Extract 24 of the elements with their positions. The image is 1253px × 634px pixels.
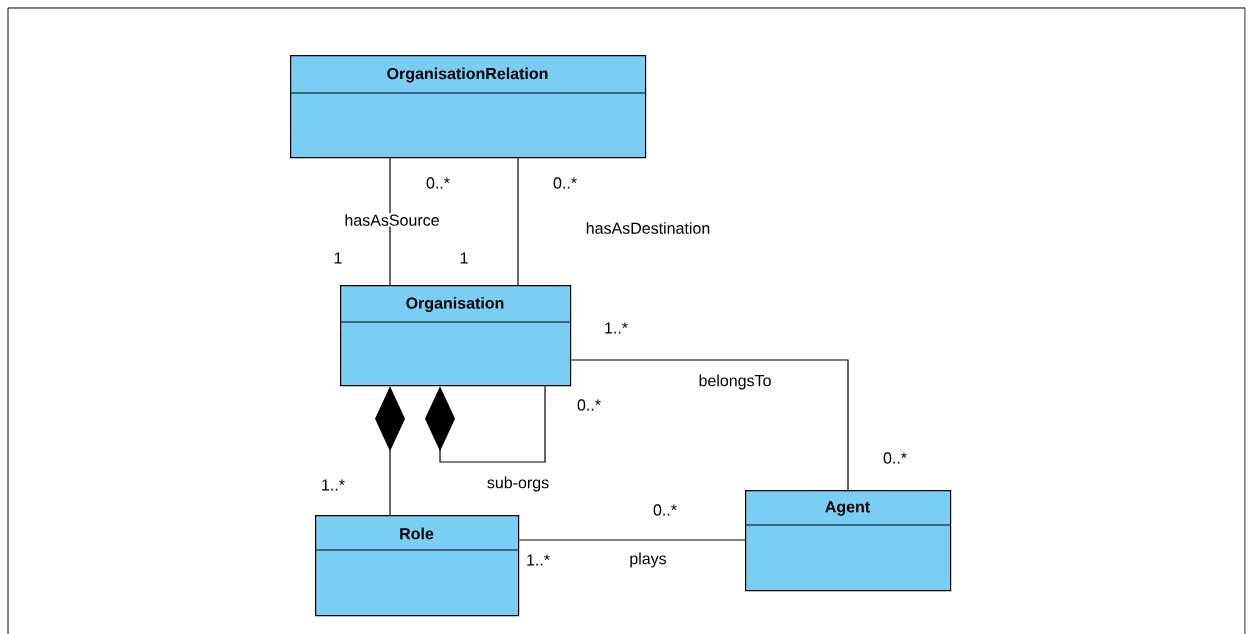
edge-label: plays xyxy=(628,551,668,569)
multiplicity-label: 1 xyxy=(460,252,468,264)
class-box: Role xyxy=(314,515,520,617)
multiplicity-label: 0..* xyxy=(883,452,907,464)
multiplicity-label: 1..* xyxy=(527,554,550,566)
multiplicity-label: 0..* xyxy=(653,504,677,516)
association-line xyxy=(389,157,391,286)
association-line xyxy=(518,539,746,541)
edge-label: belongsTo xyxy=(697,373,773,391)
class-box: Agent xyxy=(744,490,952,592)
edge-label: sub-orgs xyxy=(485,475,551,493)
multiplicity-label: 1 xyxy=(334,252,342,264)
edge-label: hasAsDestination xyxy=(584,221,712,235)
edge-label: hasAsSource xyxy=(343,213,441,227)
multiplicity-label: 1..* xyxy=(322,479,345,491)
class-box: OrganisationRelation xyxy=(289,55,647,159)
multiplicity-label: 0..* xyxy=(577,399,601,411)
class-box: Organisation xyxy=(339,285,572,387)
association-line xyxy=(570,359,849,491)
association-line xyxy=(517,157,519,286)
composition-connector xyxy=(425,385,546,463)
multiplicity-label: 0..* xyxy=(553,177,577,189)
multiplicity-label: 1..* xyxy=(605,322,628,334)
multiplicity-label: 0..* xyxy=(426,177,450,189)
